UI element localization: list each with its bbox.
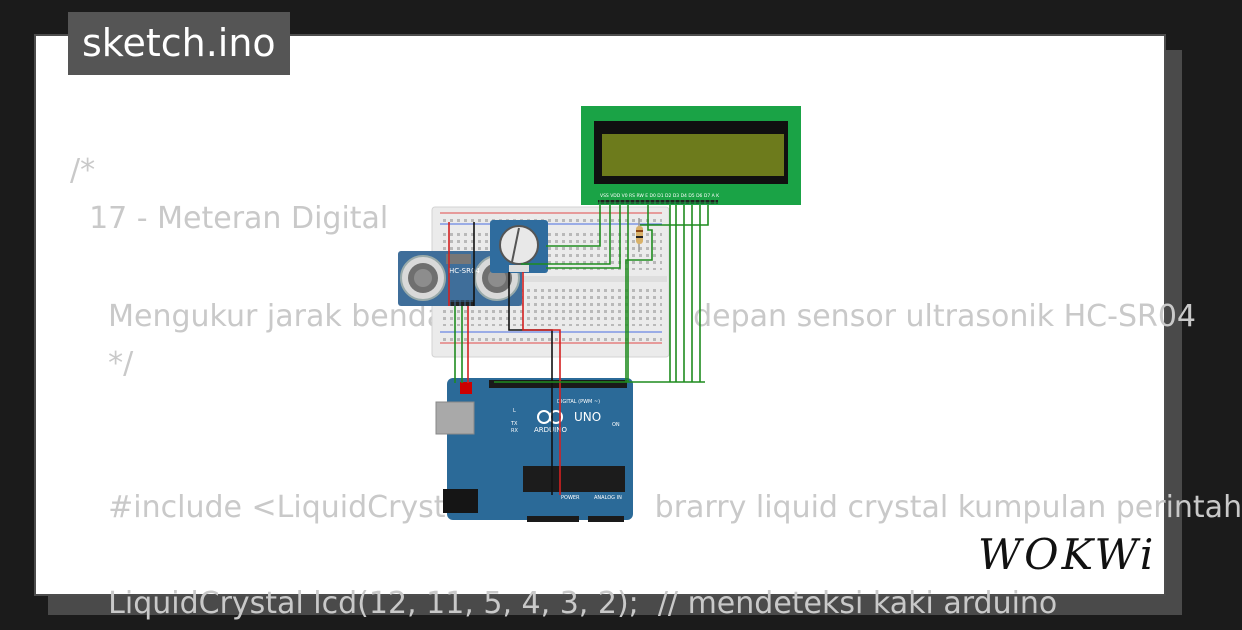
code-line: LiquidCrystal lcd(12, 11, 5, 4, 3, 2); /… <box>70 586 1058 621</box>
code-line: /* <box>70 153 96 188</box>
arduino-brand-label: ARDUINO <box>534 426 567 434</box>
wires <box>448 205 709 495</box>
circuit-diagram: HC-SR04 VSS VDD V0 RS RW E D0 D1 D2 D3 D… <box>398 106 801 522</box>
lcd-pin-labels: VSS VDD V0 RS RW E D0 D1 D2 D3 D4 D5 D6 … <box>600 193 720 199</box>
potentiometer <box>490 220 548 273</box>
sensor-label: HC-SR04 <box>449 267 480 275</box>
on-label: ON <box>612 422 620 428</box>
tx-label: TX <box>510 421 518 427</box>
l-label: L <box>513 408 516 414</box>
code-line: 17 - Meteran Digital <box>70 201 389 236</box>
code-line: Mengukur jarak benda depan sensor ultras… <box>108 299 1197 334</box>
code-listing: /* 17 - Meteran Digital Mengukur jarak b… <box>36 36 1242 621</box>
power-label: POWER <box>561 495 580 501</box>
wokwi-logo: WOKWi <box>978 530 1157 579</box>
code-line: #include <LiquidCrysta brarry liquid cry… <box>70 490 1242 525</box>
code-line: */ <box>70 346 134 381</box>
file-name-tab[interactable]: sketch.ino <box>68 12 290 75</box>
digital-label: DIGITAL (PWM ~) <box>557 399 600 405</box>
lcd-display: VSS VDD V0 RS RW E D0 D1 D2 D3 D4 D5 D6 … <box>581 106 801 205</box>
analog-label: ANALOG IN <box>594 495 622 501</box>
rx-label: RX <box>511 428 518 434</box>
arduino-uno-label: UNO <box>574 410 601 424</box>
arduino-board: UNO ARDUINO DIGITAL (PWM ~) POWER ANALOG… <box>435 378 633 522</box>
resistor <box>636 218 643 252</box>
